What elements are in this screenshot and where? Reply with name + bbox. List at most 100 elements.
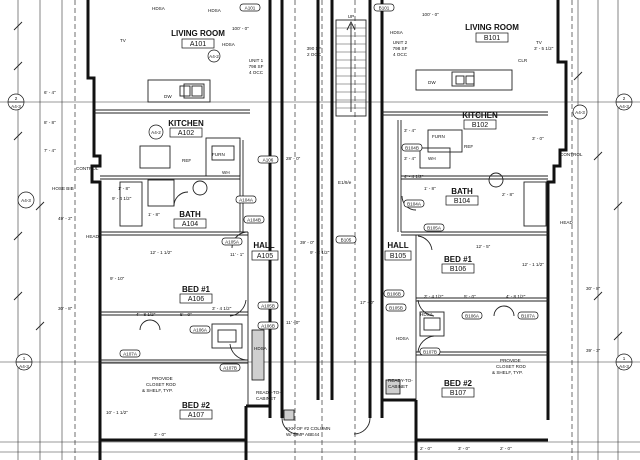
ready-note-line2: CABINET — [256, 396, 276, 401]
common-summary: 390 SF 2 OCC UP — [307, 14, 355, 57]
dim-text: 11' - 0" — [286, 320, 300, 325]
dim-text: 4' - 8 1/2" — [506, 294, 526, 299]
column-note-line1: KKK OF #2 COLUMN — [286, 426, 330, 431]
dim-text: 11' - 1" — [230, 252, 244, 257]
room-name: HALL — [387, 241, 408, 250]
stair — [335, 19, 367, 117]
room-name: BED #1 — [444, 255, 473, 264]
wh-label: WH — [222, 170, 230, 175]
section-marker-left-bottom: 1 A4-3 — [15, 353, 33, 371]
room-bed1-b: BED #1 B106 — [441, 255, 475, 274]
dim-text: 6' - 4" — [44, 90, 56, 95]
closet-note-a-line1: PROVIDE — [152, 376, 173, 381]
door-tag: B107A — [521, 314, 536, 319]
room-number: B107 — [450, 390, 466, 397]
dimensions-unit-a: 1' - 8" 1' - 8" 9' - 4 1/2" 12' - 1 1/2"… — [44, 26, 249, 437]
dim-text: 12' - 1 1/2" — [150, 250, 172, 255]
room-number: A106 — [188, 296, 204, 303]
closet-note-a-line2: CLOSET ROD — [146, 382, 176, 387]
section-marker-right-top-sheet: A4-3 — [619, 104, 629, 109]
dim-text: 2' - 0" — [420, 446, 432, 451]
room-name: BED #1 — [182, 285, 211, 294]
dim-text: 3' - 4 1/2" — [212, 306, 232, 311]
dim-text: 3' - 0" — [532, 136, 544, 141]
door-tag: A104A — [239, 198, 254, 203]
section-marker-left-top-sheet: A4-3 — [11, 104, 21, 109]
common-occupancy: 2 OCC — [307, 52, 322, 57]
room-name: LIVING ROOM — [171, 29, 225, 38]
annotations: HDSA HDSA HDSA HDSA HDSA HDSA HDSA CONTR… — [52, 6, 583, 437]
door-tag: B105B — [389, 306, 403, 311]
dim-text: 8' - 8" — [44, 120, 56, 125]
tv-label: TV — [120, 38, 127, 43]
hatched-areas — [251, 329, 401, 421]
door-tag: A101 — [245, 6, 256, 11]
dim-text: 1' - 8" — [148, 212, 160, 217]
room-bed2-b: BED #2 B107 — [441, 379, 475, 398]
dim-text: 3' - 0" — [154, 432, 166, 437]
hdsa-label: HDSA — [254, 346, 268, 351]
section-marker-right-top-number: 2 — [623, 96, 626, 101]
hdsa-label: HDSA — [222, 42, 236, 47]
dim-text: 3' - 0" — [458, 446, 470, 451]
elevation-tags: A4-2 A4-2 A4-3 A4-3 — [17, 49, 588, 209]
elevation-tag-3: A4-3 — [21, 198, 31, 203]
room-bed1-a: BED #1 A106 — [179, 285, 213, 304]
dim-text: 12' - 1 1/2" — [522, 262, 544, 267]
interior-walls-unit-b — [382, 69, 548, 400]
dim-text: 39' - 3" — [586, 348, 601, 353]
closet-note-b-line1: PROVIDE — [500, 358, 521, 363]
dim-text: 9' - 2 1/2" — [310, 250, 330, 255]
room-hall-b: HALL B105 — [384, 241, 412, 261]
door-tag: B101 — [379, 6, 390, 11]
door-tag: B106B — [387, 292, 401, 297]
room-bath-b: BATH B104 — [445, 187, 479, 206]
dim-text: 30' - 8" — [586, 286, 601, 291]
door-tag: B105 — [341, 238, 352, 243]
room-number: A101 — [190, 41, 206, 48]
ready-note-line1: READY-TO- — [256, 390, 281, 395]
unit-label: UNIT 2 — [393, 40, 408, 45]
unit-occupancy: 4 OCC — [249, 70, 264, 75]
dw-label: DW — [164, 94, 172, 99]
hose-bib-label: HOSE BIB — [52, 186, 74, 191]
room-bath-a: BATH A104 — [173, 210, 207, 229]
dw-label: DW — [428, 80, 436, 85]
room-name: LIVING ROOM — [465, 23, 519, 32]
dim-text: 5' - 0" — [180, 312, 192, 317]
elevation-tag-1: A4-2 — [209, 54, 219, 59]
room-number: B104 — [454, 198, 470, 205]
dim-text: 1' - 8" — [118, 186, 130, 191]
dim-text: 4' - 8 1/2" — [136, 312, 156, 317]
closet-note-a-line3: & SHELF, TYP. — [142, 388, 173, 393]
door-tags-unit-a: A101 A104A A105A A105B A106A A106B A107A… — [119, 3, 279, 372]
exterior-walls — [86, 0, 568, 460]
common-area: 390 SF — [307, 46, 322, 51]
refer-label: REF — [464, 144, 473, 149]
dim-text: 12' - 5" — [476, 244, 491, 249]
section-marker-right-bottom-sheet: A4-3 — [619, 364, 629, 369]
room-number: A107 — [188, 412, 204, 419]
control-label: CONTROL — [76, 166, 99, 171]
room-living-a: LIVING ROOM A101 — [171, 29, 225, 49]
room-hall-a: HALL A105 — [251, 241, 279, 261]
head-label: HEAD — [560, 220, 573, 225]
room-name: BED #2 — [444, 379, 473, 388]
column-note-line2: W/ SIMP ABE44 — [286, 432, 320, 437]
hdsa-label: HDSA — [208, 8, 222, 13]
section-marker-left-top: 2 A4-3 — [7, 93, 25, 111]
dim-text: 49' - 2" — [58, 216, 73, 221]
dim-text: 28' - 0" — [286, 156, 301, 161]
room-name: BATH — [451, 187, 473, 196]
room-kitchen-b: KITCHEN B102 — [462, 111, 498, 130]
room-number: B105 — [390, 253, 406, 260]
unit-b-summary: UNIT 2 798 SF 4 OCC — [393, 40, 408, 57]
door-tag: A106A — [193, 328, 208, 333]
ready-note-b-line1: READY-TO- — [388, 378, 413, 383]
section-marker-right-bottom: 1 A4-3 — [615, 353, 633, 371]
ready-note-b-line2: CABINET — [388, 384, 408, 389]
door-tag: B106A — [465, 314, 480, 319]
elevation-tag-2: A4-2 — [151, 130, 161, 135]
